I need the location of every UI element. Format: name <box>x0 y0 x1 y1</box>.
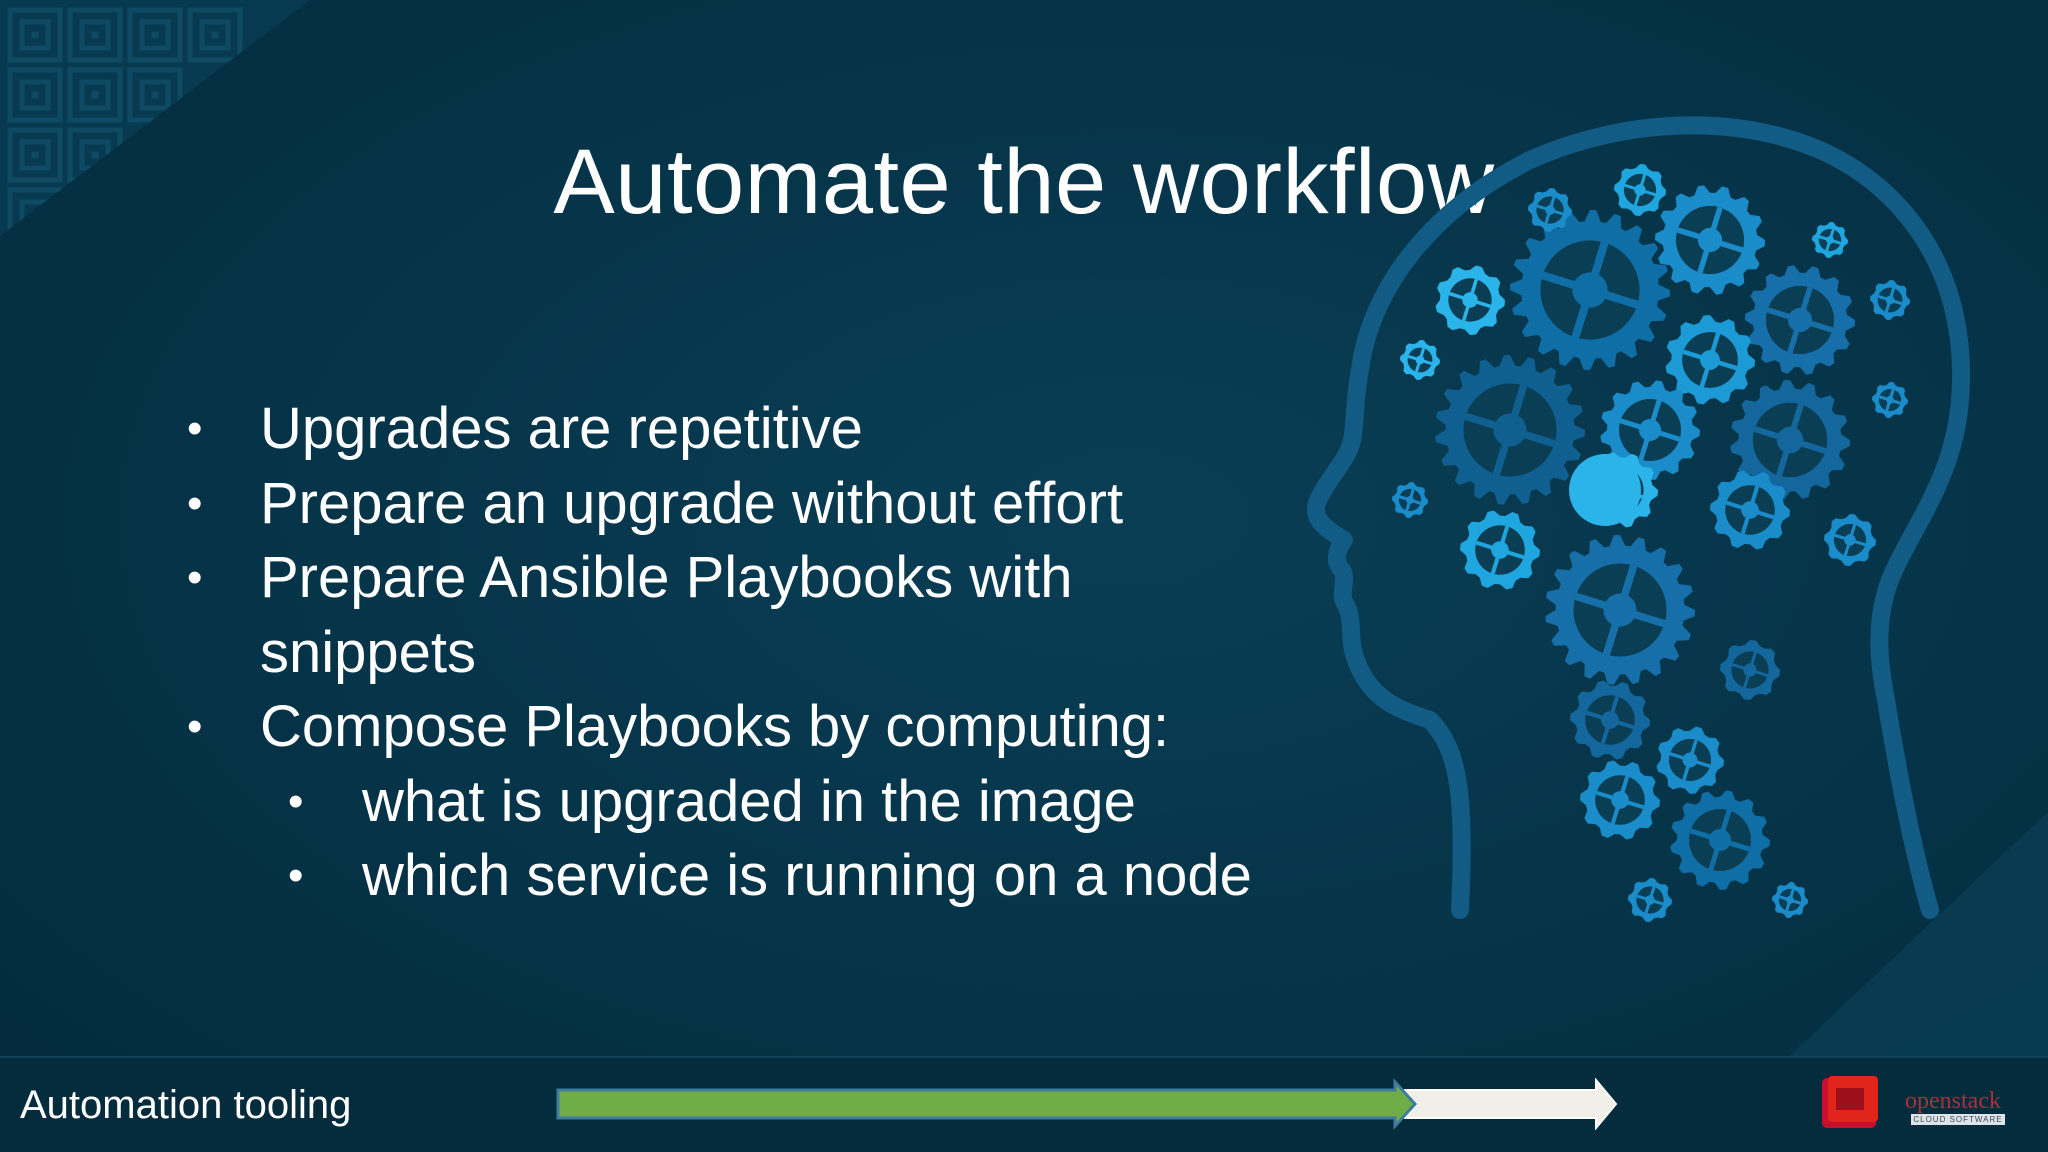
bullet-item: • Prepare an upgrade without effort <box>180 467 1400 542</box>
bullet-text: which service is running on a node <box>362 843 1252 908</box>
bullet-dot: • <box>288 776 304 826</box>
bullet-text: Prepare an upgrade without effort <box>260 470 1124 536</box>
bullet-text: what is upgraded in the image <box>362 768 1136 834</box>
head-gears-icon <box>1307 116 1971 922</box>
sub-bullet-item: • which service is running on a node <box>180 839 1502 914</box>
redhat-logo-icon <box>1822 1076 1878 1128</box>
progress-remaining-arrow <box>1404 1078 1618 1130</box>
progress-arrow <box>556 1078 1618 1130</box>
bullet-dot: • <box>187 553 203 602</box>
bullet-item: • Prepare Ansible Playbooks with <box>180 541 1400 616</box>
bullet-dot: • <box>187 404 203 453</box>
bullet-text: Prepare Ansible Playbooks with <box>260 545 1073 610</box>
section-label: Automation tooling <box>20 1083 352 1127</box>
openstack-subtext: CLOUD SOFTWARE <box>1911 1114 2005 1125</box>
slide-title: Automate the workflow <box>553 131 1495 233</box>
bullet-item: • Compose Playbooks by computing: <box>180 690 1400 765</box>
openstack-logo: openstack <box>1905 1088 2001 1114</box>
bullet-text: snippets <box>260 619 477 685</box>
bullet-text: Compose Playbooks by computing: <box>260 694 1170 759</box>
bullet-list: • Upgrades are repetitive • Prepare an upgr… <box>180 392 1502 914</box>
bullet-dot: • <box>187 478 203 528</box>
corner-pattern-decoration <box>0 0 310 236</box>
bullet-item: • Upgrades are repetitive <box>180 392 1400 467</box>
bullet-dot: • <box>187 702 203 751</box>
sub-bullet-item: • what is upgraded in the image <box>180 765 1502 840</box>
bullet-dot: • <box>288 851 304 900</box>
bullet-text: Upgrades are repetitive <box>260 396 863 461</box>
bullet-item: snippets <box>180 616 1400 691</box>
progress-completed-arrow <box>556 1078 1418 1130</box>
